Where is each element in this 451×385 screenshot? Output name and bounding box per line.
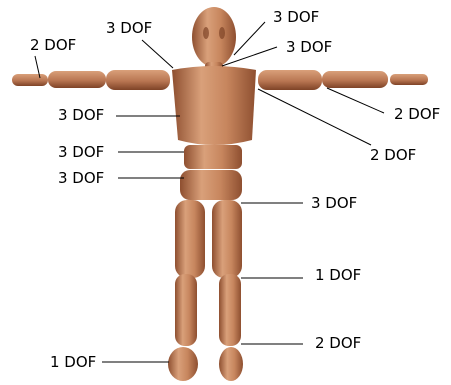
label-knee-right: 1 DOF xyxy=(315,268,361,283)
left-forearm xyxy=(48,71,106,88)
right-shin xyxy=(219,274,241,346)
right-foot xyxy=(219,347,243,381)
abdomen-lower xyxy=(180,170,242,200)
left-hand xyxy=(12,74,48,86)
right-forearm xyxy=(322,71,388,88)
face-right-eye xyxy=(219,27,225,39)
abdomen-upper xyxy=(184,145,242,169)
right-hand xyxy=(390,74,428,85)
left-foot xyxy=(168,347,198,381)
label-elbow-right: 2 DOF xyxy=(370,148,416,163)
label-ankle-right: 2 DOF xyxy=(315,336,361,351)
leader-neck-top xyxy=(234,22,265,55)
right-upper-arm xyxy=(258,70,322,90)
leader-shoulder-left xyxy=(142,40,173,68)
label-waist-upper: 3 DOF xyxy=(58,145,104,160)
label-wrist-right: 2 DOF xyxy=(394,107,440,122)
leader-elbow-right xyxy=(258,89,371,145)
label-hip-right: 3 DOF xyxy=(311,196,357,211)
label-neck-base: 3 DOF xyxy=(286,40,332,55)
right-thigh xyxy=(212,200,242,278)
label-shoulder-left: 3 DOF xyxy=(106,21,152,36)
face-left-eye xyxy=(203,27,209,39)
leader-wrist-right xyxy=(327,88,384,113)
label-toe-left: 1 DOF xyxy=(50,355,96,370)
left-upper-arm xyxy=(106,70,170,90)
label-neck-top: 3 DOF xyxy=(273,10,319,25)
left-thigh xyxy=(175,200,205,278)
label-waist-lower: 3 DOF xyxy=(58,171,104,186)
label-hand-left: 2 DOF xyxy=(30,38,76,53)
chest xyxy=(172,66,256,145)
left-shin xyxy=(175,274,197,346)
head xyxy=(192,7,236,67)
label-chest: 3 DOF xyxy=(58,108,104,123)
